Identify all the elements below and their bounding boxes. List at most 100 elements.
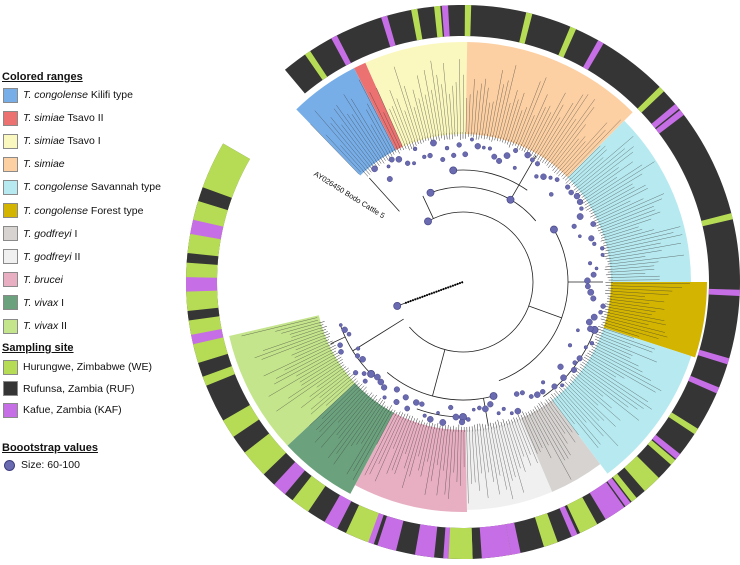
tree-branch [516,417,519,422]
tip-label [524,94,548,146]
tip-label [319,390,360,433]
tip-label [295,338,325,351]
tip-label [603,209,656,230]
tree-branch [558,170,564,177]
tip-label [430,60,442,134]
tip-label [340,145,363,171]
tip-label [569,145,601,177]
clade-range-sector [552,327,692,474]
tip-label [404,110,415,141]
bootstrap-dot [422,154,427,159]
tip-label [588,164,643,201]
tree-branch [545,399,550,405]
bootstrap-title: Boootstrap values [2,442,98,454]
ring-segment-kafue [274,461,305,495]
bootstrap-dot [346,331,352,337]
sampling-site-label: Kafue, Zambia (KAF) [23,404,122,417]
tree-branch [602,321,608,324]
tree-branch [606,301,612,303]
tree-branch [507,139,510,145]
tip-label [413,106,423,138]
tip-label [610,307,652,316]
ring-segment-hurungwe [186,143,250,386]
tip-label [420,428,432,477]
tip-label [485,430,494,482]
tip-label [554,124,586,164]
ring-segment-kafue [367,513,384,545]
tip-label [594,353,662,391]
tree-branch [541,156,547,163]
tree-branch [508,140,512,148]
bootstrap-dot [444,145,450,151]
bootstrap-dot [388,156,395,163]
tip-label [490,70,503,135]
ring-segment [186,253,219,265]
tree-branch [551,163,556,168]
tip-label [498,65,517,137]
tip-label [602,336,631,348]
bootstrap-dot [590,295,597,302]
bootstrap-dot [589,341,595,346]
tree-branch [562,383,569,390]
tree-branch [556,168,562,175]
colored-range-item: T. godfreyi II [3,248,80,266]
tree-branch [379,156,385,164]
bootstrap-dot [534,391,541,398]
tip-label [612,273,646,276]
tip-label [356,407,381,445]
tree-branch [581,197,587,201]
colored-range-label: T. simiae Tsavo II [23,112,104,124]
tip-label [567,119,621,175]
tree-branch [530,410,534,415]
tip-label [600,341,633,356]
tree-branch [582,359,590,364]
bootstrap-dot [565,184,571,190]
tree-branch [512,140,515,146]
tree-branch [502,419,506,427]
tree-branch [595,223,602,227]
ring-segment-kafue [377,515,404,551]
tree-branch [425,422,428,428]
bootstrap-dot [470,137,474,142]
tip-label [526,107,546,147]
tree-branch [436,422,439,430]
bootstrap-dot [477,405,482,411]
tip-label [496,428,514,500]
tree-branch [330,336,346,345]
tip-label [465,97,467,133]
ring-segment-kafue [708,288,740,297]
bootstrap-dot [572,360,578,366]
tip-label [443,431,448,471]
ring-segment [198,187,232,211]
tip-label [517,421,531,455]
tip-label [474,90,478,133]
tree-branch [537,153,542,161]
tip-label [501,103,511,138]
bootstrap-dot [354,353,361,359]
tree-branch [535,152,540,160]
ring-segment-hurungwe [304,51,328,80]
tip-label [599,344,631,359]
tree-branch [494,135,496,141]
bootstrap-dot [395,156,403,163]
tip-label [309,371,344,397]
tree-branch [396,147,400,154]
range-suffix: Tsavo I [64,135,101,148]
tree-branch [344,370,350,375]
tree-branch [406,142,410,151]
tip-label [519,77,547,144]
bootstrap-dot [512,165,517,170]
ring-segment-hurungwe [292,475,326,512]
tip-label [412,89,426,137]
tree-branch [423,422,425,427]
tip-label [609,312,666,326]
tree-branch [523,146,528,153]
ring-segment-kafue [697,349,730,365]
tip-label [427,429,435,462]
tree-branch [571,182,576,186]
bootstrap-dot [540,389,546,395]
colored-range-item: T. congolense Forest type [3,202,143,220]
colored-range-item: T. congolense Kilifi type [3,86,133,104]
tree-branch [601,316,609,319]
tip-label [471,79,475,133]
